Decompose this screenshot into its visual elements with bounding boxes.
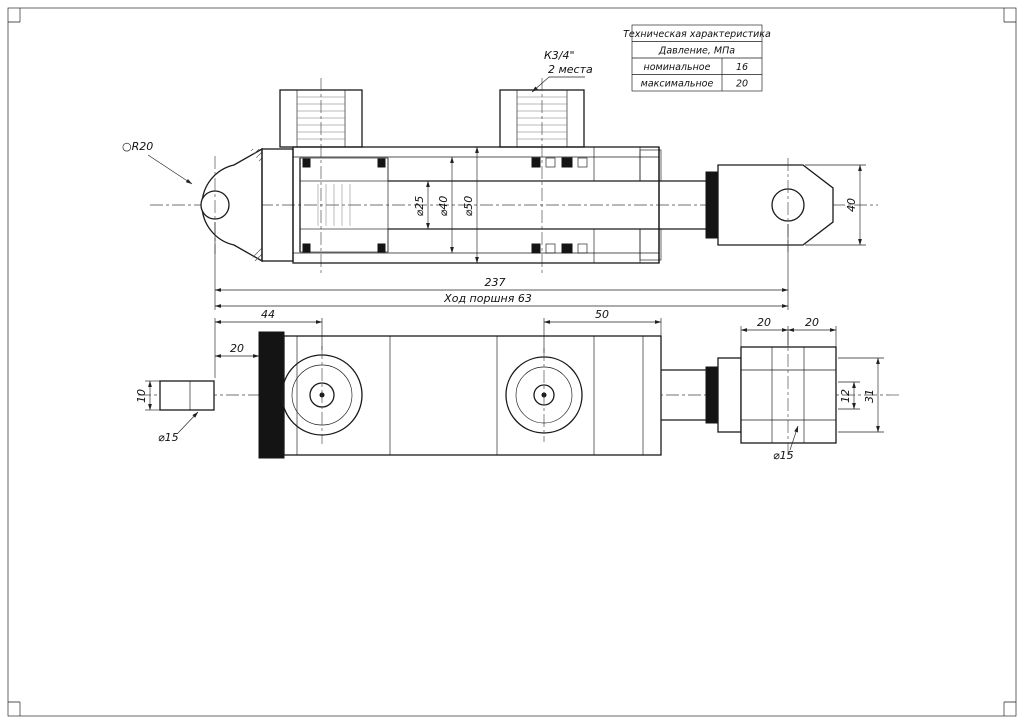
spec-nominal-label: номинальное bbox=[644, 62, 711, 73]
rod-top bbox=[661, 369, 706, 421]
dim-bore-diameter: ⌀40 bbox=[437, 196, 450, 217]
spec-max-value: 20 bbox=[736, 79, 748, 90]
clevis-plate bbox=[258, 331, 285, 459]
top-annotations: 10 ⌀15 44 20 50 20 20 12 bbox=[135, 308, 884, 462]
dim-eye-height: 40 bbox=[845, 198, 858, 212]
fork-top bbox=[717, 332, 837, 458]
dim-top-20: 20 bbox=[230, 342, 244, 355]
label-port-thread: К3/4" bbox=[544, 49, 575, 62]
spec-table-title: Техническая характеристика bbox=[623, 29, 771, 40]
rod-gland bbox=[531, 146, 662, 264]
dim-overall-length: 237 bbox=[485, 276, 506, 289]
body-top bbox=[283, 335, 662, 456]
label-eye-radius: ○R20 bbox=[122, 140, 153, 153]
spec-pressure-header: Давление, МПа bbox=[658, 46, 735, 57]
port-boss-2-top bbox=[505, 348, 583, 442]
dim-fork-20a: 20 bbox=[757, 316, 771, 329]
dim-top-44: 44 bbox=[261, 308, 275, 321]
rod-eye bbox=[717, 158, 834, 252]
top-view: 10 ⌀15 44 20 50 20 20 12 bbox=[135, 308, 900, 462]
dim-pin-dia-right: ⌀15 bbox=[773, 449, 794, 462]
spec-max-label: максимальное bbox=[641, 79, 714, 90]
piston bbox=[299, 157, 389, 253]
dim-pin-width: 10 bbox=[135, 389, 148, 403]
rod-spacer-top bbox=[705, 366, 719, 424]
dim-fork-20b: 20 bbox=[805, 316, 819, 329]
dim-top-50: 50 bbox=[595, 308, 609, 321]
left-port-boss bbox=[279, 89, 363, 148]
left-pin bbox=[159, 380, 215, 411]
front-view: ○R20 К3/4" 2 места ⌀25 ⌀40 ⌀50 40 237 Хо… bbox=[122, 49, 878, 310]
rod-spacer bbox=[705, 171, 719, 239]
spec-nominal-value: 16 bbox=[736, 62, 748, 73]
dim-pin-dia-left: ⌀15 bbox=[158, 431, 179, 444]
spec-table: Техническая характеристика Давление, МПа… bbox=[623, 24, 771, 92]
dim-fork-height: 31 bbox=[863, 389, 876, 403]
dim-outer-diameter: ⌀50 bbox=[462, 196, 475, 217]
dim-rod-diameter: ⌀25 bbox=[413, 196, 426, 217]
port-boss-1-top bbox=[281, 346, 363, 444]
label-port-places: 2 места bbox=[548, 63, 593, 76]
rear-eye bbox=[200, 147, 263, 263]
label-stroke-note: Ход поршня 63 bbox=[443, 292, 532, 305]
sheet-border bbox=[7, 7, 1017, 717]
dim-slot-width: 12 bbox=[839, 389, 852, 403]
front-annotations: ○R20 К3/4" 2 места ⌀25 ⌀40 ⌀50 40 237 Хо… bbox=[122, 49, 866, 310]
